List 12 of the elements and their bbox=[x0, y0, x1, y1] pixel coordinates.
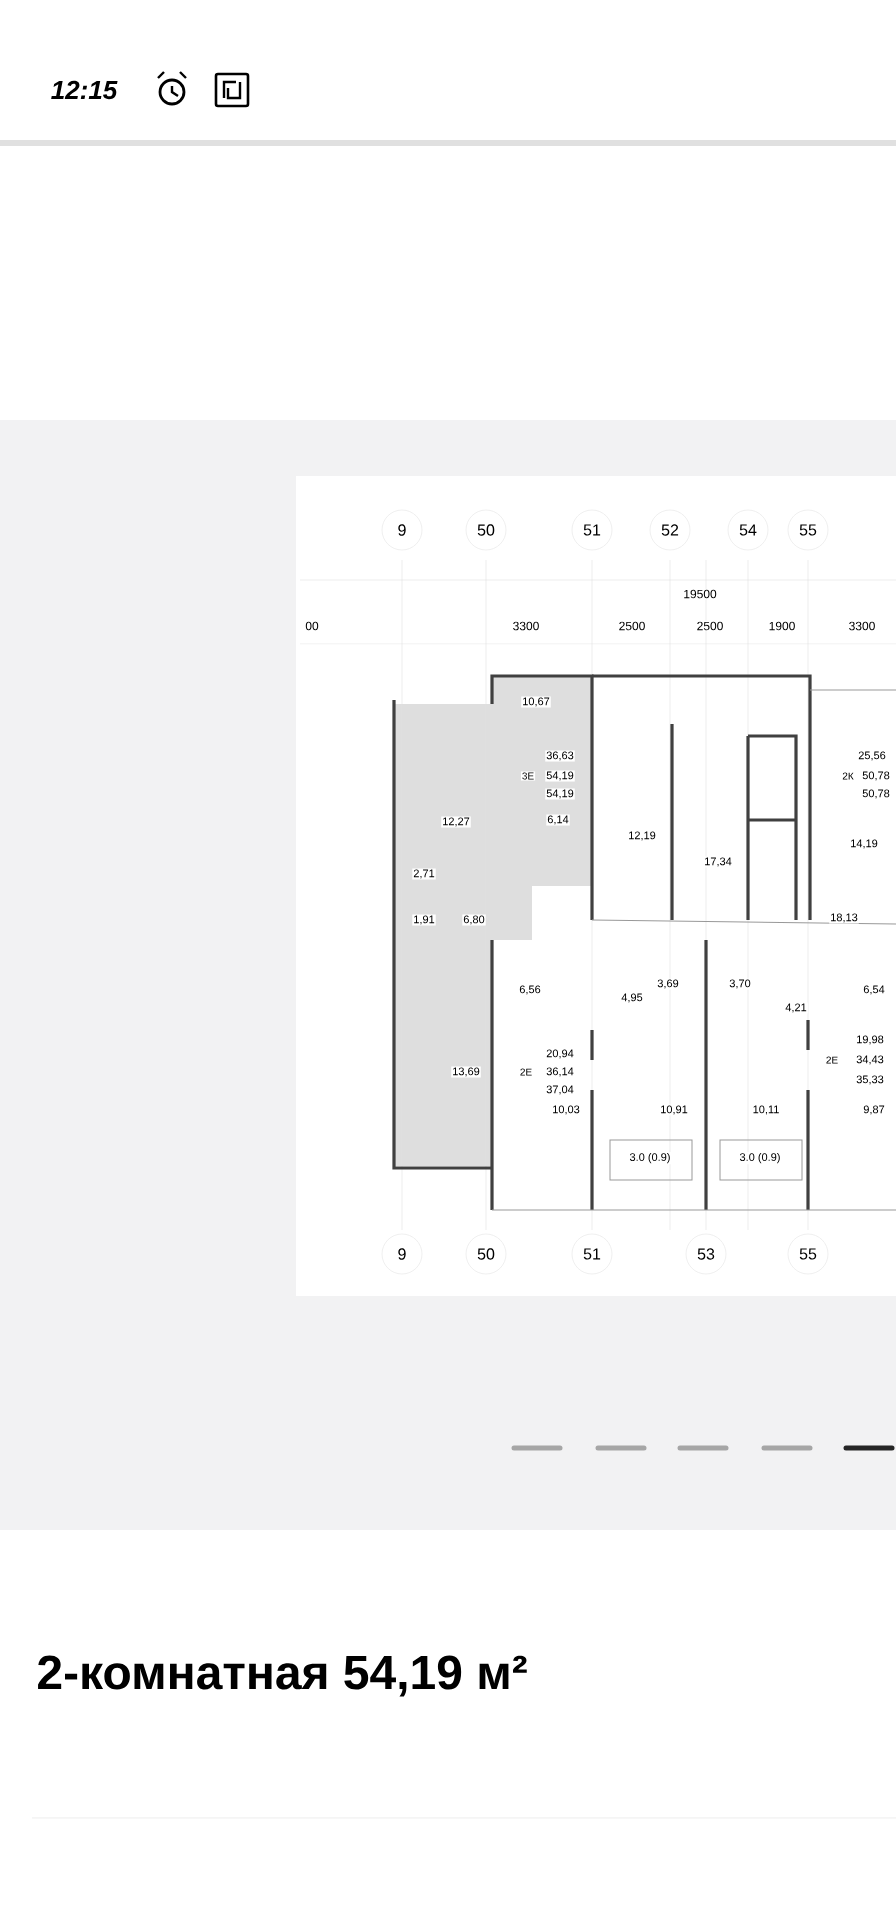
axis-label: 52 bbox=[660, 523, 680, 537]
axis-label: 54 bbox=[738, 523, 758, 537]
axis-label: 55 bbox=[798, 523, 818, 537]
axis-label: 53 bbox=[696, 1247, 716, 1261]
axis-label: 51 bbox=[582, 1247, 602, 1261]
axis-label: 9 bbox=[396, 1247, 408, 1261]
listing-title: 2-комнатная 54,19 м² bbox=[38, 1655, 527, 1697]
axis-label: 55 bbox=[798, 1247, 818, 1261]
axis-label: 50 bbox=[476, 523, 496, 537]
axis-label: 9 bbox=[396, 523, 408, 537]
axis-label: 50 bbox=[476, 1247, 496, 1261]
axis-label: 51 bbox=[582, 523, 602, 537]
